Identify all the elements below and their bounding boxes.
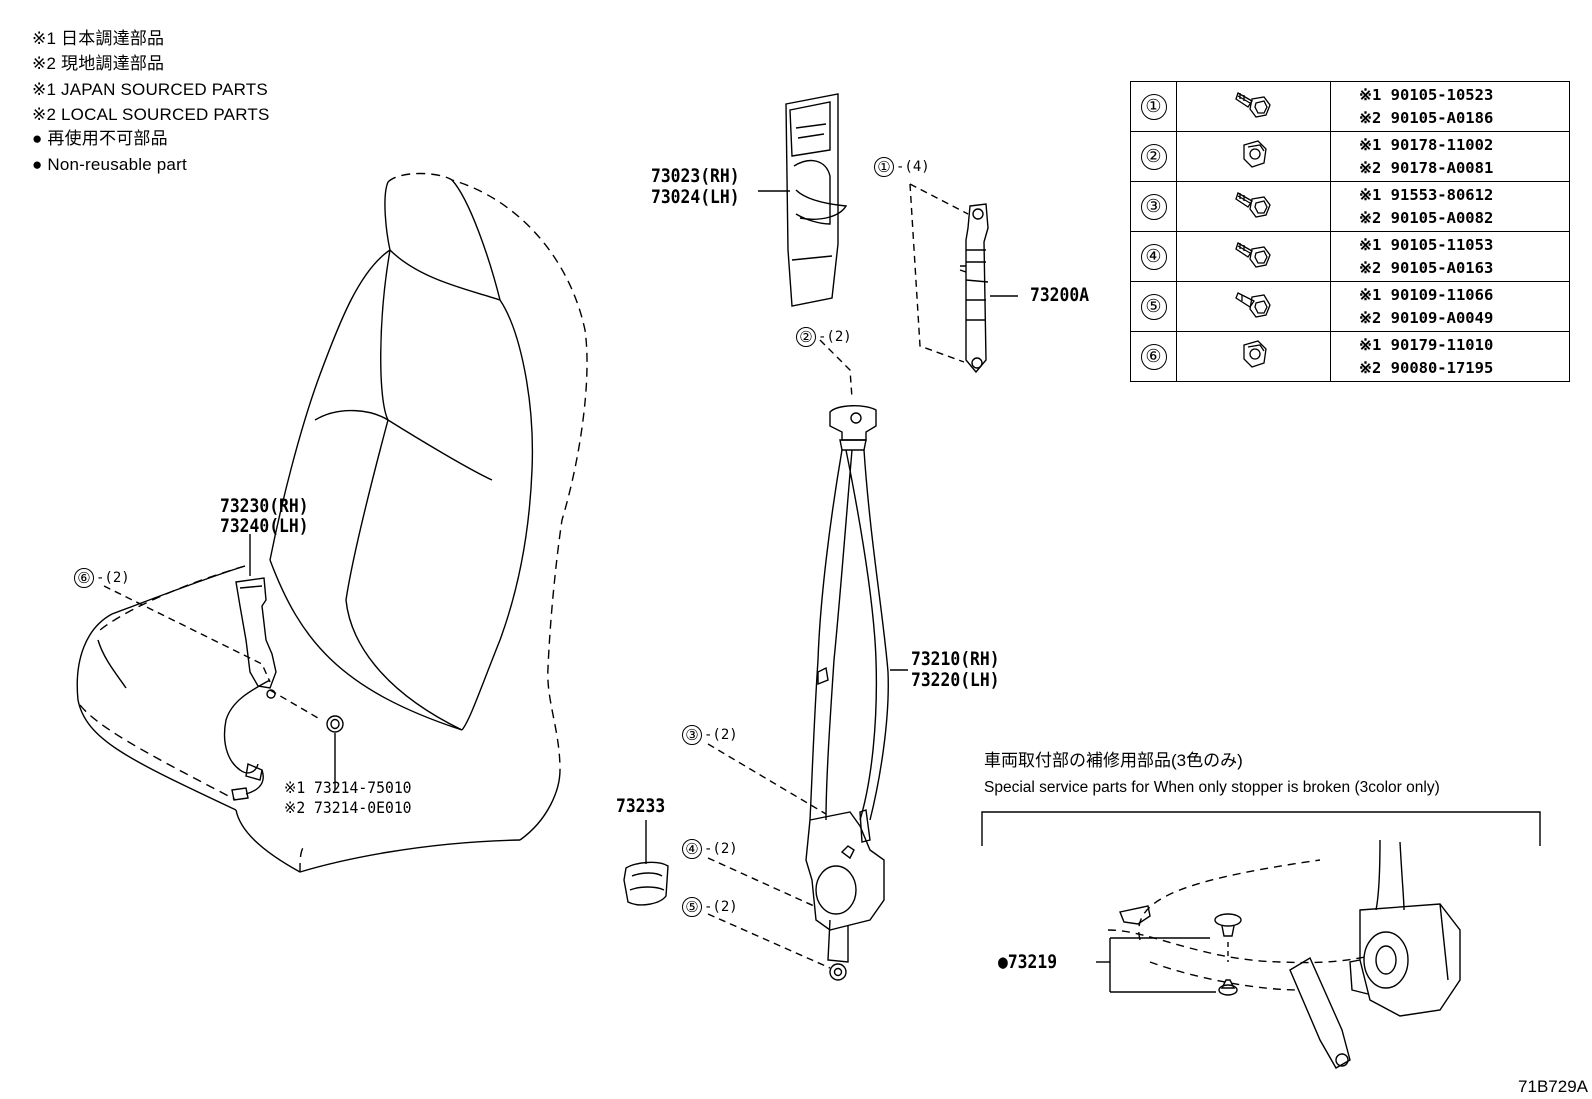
- fastener-pn-japan: ※1 91553-80612: [1359, 185, 1494, 204]
- callout-3: ③ -(2): [682, 725, 738, 745]
- bolt-flange-icon: [1234, 192, 1271, 218]
- fastener-pn-japan: ※1 90105-11053: [1359, 235, 1494, 254]
- fastener-row: ④ ※1 90105-11053 ※2 90105-A0163: [1130, 231, 1570, 282]
- legend-local-en: ※2 LOCAL SOURCED PARTS: [32, 105, 270, 124]
- seatbelt-buckle-drawing: [103, 534, 344, 801]
- callout-6: ⑥ -(2): [74, 568, 130, 588]
- callout-quantity: -(2): [704, 727, 738, 743]
- bolt-shoulder-icon: [1234, 292, 1271, 318]
- callout-number: ①: [874, 157, 894, 177]
- legend-japan-en: ※1 JAPAN SOURCED PARTS: [32, 80, 268, 99]
- callout-quantity: -(2): [704, 841, 738, 857]
- fastener-pn-local: ※2 90105-A0082: [1359, 208, 1494, 227]
- callout-1: ① -(4): [874, 157, 930, 177]
- fastener-pn-local: ※2 90178-A0081: [1359, 158, 1494, 177]
- special-service-box: [981, 811, 1541, 1069]
- fastener-row: ① ※1 90105-10523 ※2 90105-A0186: [1130, 81, 1570, 132]
- part-number-73214-japan: ※1 73214-75010: [284, 778, 412, 797]
- part-number-73023: 73023(RH): [651, 165, 740, 187]
- seat-outline: [76, 172, 588, 873]
- part-number-73219: ●73219: [998, 951, 1058, 973]
- callout-number: ④: [682, 839, 702, 859]
- legend-japan-jp: ※1 日本調達部品: [32, 29, 165, 48]
- fastener-number: ①: [1140, 93, 1167, 120]
- callout-4: ④ -(2): [682, 839, 738, 859]
- callout-quantity: -(4): [896, 159, 930, 175]
- part-number-73220: 73220(LH): [911, 669, 1000, 691]
- part-number-73210: 73210(RH): [911, 648, 1000, 670]
- fastener-pn-local: ※2 90105-A0163: [1359, 258, 1494, 277]
- part-number-73233: 73233: [616, 795, 666, 817]
- fastener-row: ② ※1 90178-11002 ※2 90178-A0081: [1130, 131, 1570, 182]
- nut-flange-icon: [1242, 340, 1267, 368]
- callout-number: ②: [796, 327, 816, 347]
- part-number-73214-local: ※2 73214-0E010: [284, 798, 412, 817]
- fastener-pn-japan: ※1 90178-11002: [1359, 135, 1494, 154]
- fastener-number: ②: [1140, 143, 1167, 170]
- callout-number: ③: [682, 725, 702, 745]
- legend-nonreusable-jp: ● 再使用不可部品: [32, 129, 168, 148]
- part-number-73200a: 73200A: [1030, 284, 1090, 306]
- fastener-pn-japan: ※1 90179-11010: [1359, 335, 1494, 354]
- illustration-id: 71B729A: [1518, 1077, 1588, 1096]
- callout-number: ⑤: [682, 897, 702, 917]
- fastener-row: ⑤ ※1 90109-11066 ※2 90109-A0049: [1130, 281, 1570, 332]
- fastener-number: ④: [1140, 243, 1167, 270]
- fastener-number: ③: [1140, 193, 1167, 220]
- callout-quantity: -(2): [704, 899, 738, 915]
- fastener-pn-japan: ※1 90105-10523: [1359, 85, 1494, 104]
- legend-nonreusable-en: ● Non-reusable part: [32, 155, 187, 174]
- fastener-number: ⑥: [1140, 343, 1167, 370]
- callout-2: ② -(2): [796, 327, 852, 347]
- fastener-pn-local: ※2 90105-A0186: [1359, 108, 1494, 127]
- fastener-table: ① ※1 90105-10523 ※2 90105-A0186 ② ※1 9017…: [1130, 81, 1570, 382]
- fastener-pn-japan: ※1 90109-11066: [1359, 285, 1494, 304]
- special-parts-title-jp: 車両取付部の補修用部品(3色のみ): [984, 751, 1243, 770]
- legend-local-jp: ※2 現地調達部品: [32, 54, 165, 73]
- callout-5: ⑤ -(2): [682, 897, 738, 917]
- belt-cover-drawing: [623, 820, 669, 906]
- seatbelt-assembly-drawing: [707, 339, 908, 981]
- callout-number: ⑥: [74, 568, 94, 588]
- fastener-row: ③ ※1 91553-80612 ※2 90105-A0082: [1130, 181, 1570, 232]
- bolt-flange-icon: [1234, 242, 1271, 268]
- nut-flange-icon: [1242, 140, 1267, 168]
- fastener-number: ⑤: [1140, 293, 1167, 320]
- bolt-flange-icon: [1234, 92, 1271, 118]
- height-adjuster-drawing: [909, 183, 1018, 374]
- fastener-pn-local: ※2 90080-17195: [1359, 358, 1494, 377]
- callout-quantity: -(2): [96, 570, 130, 586]
- fastener-row: ⑥ ※1 90179-11010 ※2 90080-17195: [1130, 331, 1570, 382]
- part-number-73024: 73024(LH): [651, 186, 740, 208]
- fastener-pn-local: ※2 90109-A0049: [1359, 308, 1494, 327]
- part-number-73230: 73230(RH): [220, 495, 309, 517]
- special-parts-title-en: Special service parts for When only stop…: [984, 779, 1440, 796]
- pillar-trim-drawing: [758, 93, 848, 307]
- part-number-73240: 73240(LH): [220, 515, 309, 537]
- callout-quantity: -(2): [818, 329, 852, 345]
